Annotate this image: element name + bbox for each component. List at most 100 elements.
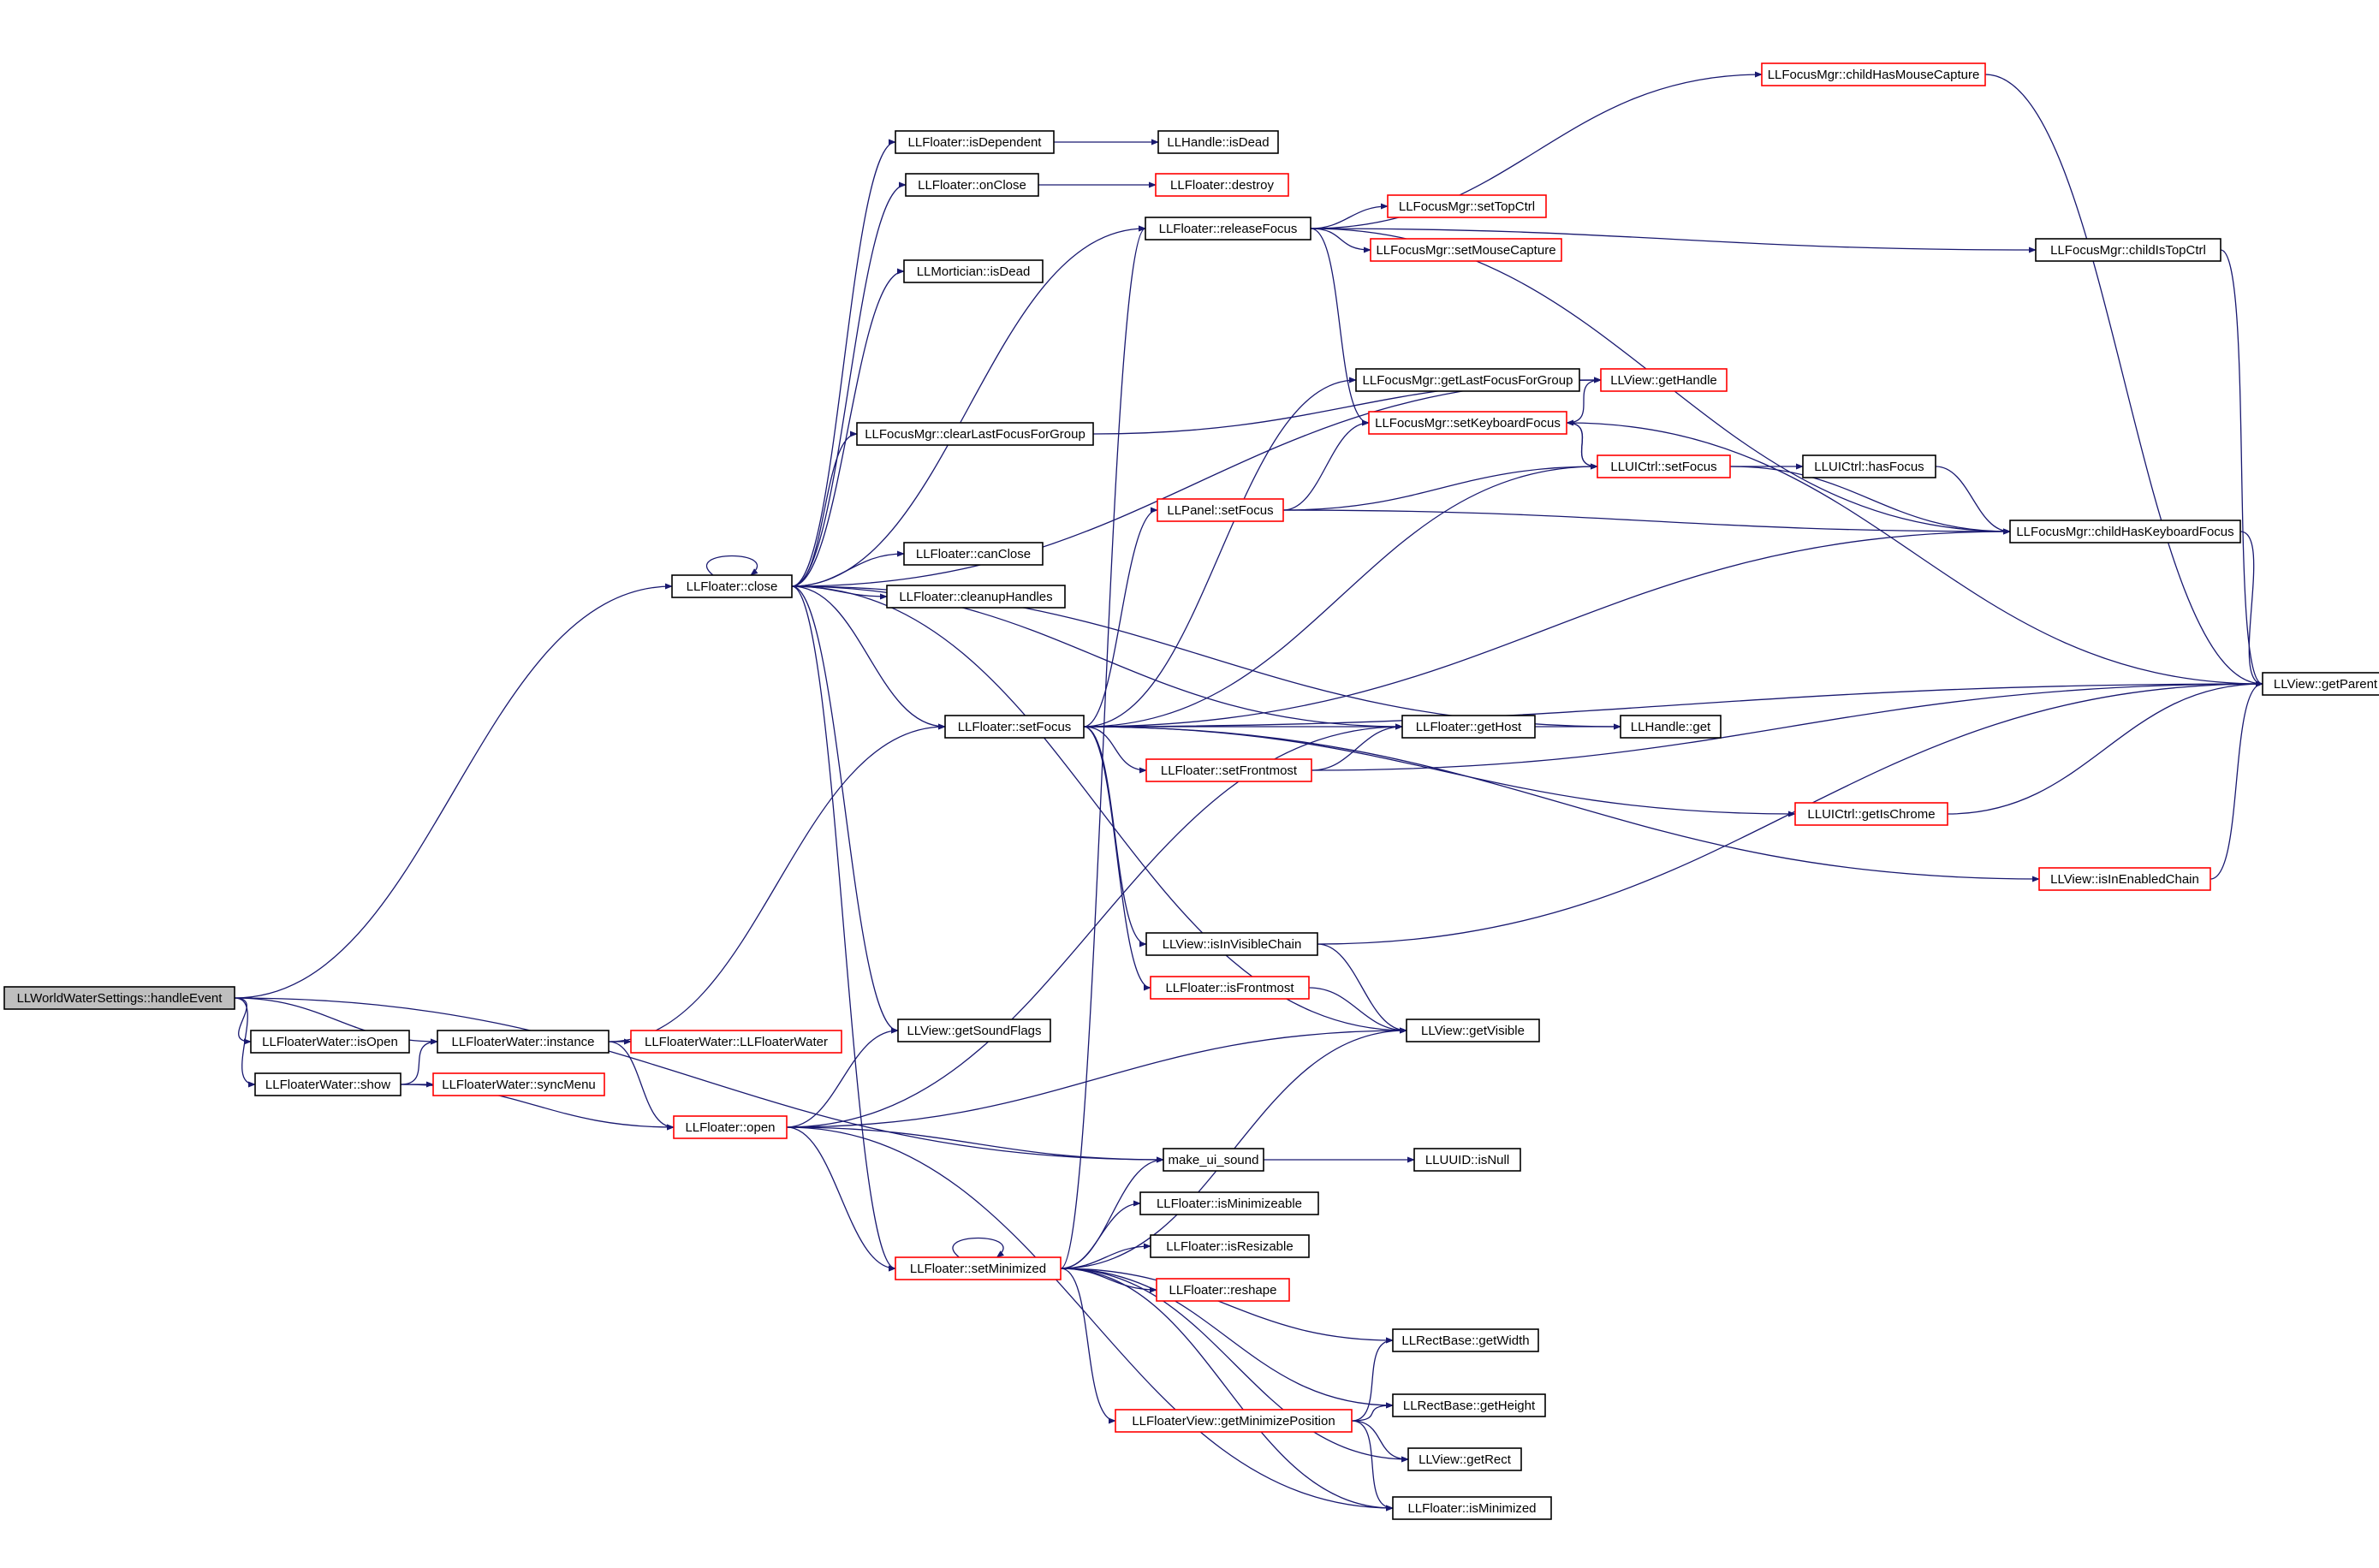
node-label: LLWorldWaterSettings::handleEvent [17,991,223,1006]
node-f-setminimized[interactable]: LLFloater::setMinimized [895,1256,1062,1280]
node-fw-ctor[interactable]: LLFloaterWater::LLFloaterWater [630,1030,842,1054]
edge-f-setfocus-to-v-getparent [1083,680,2263,728]
edge-layer [234,71,2263,1512]
node-f-isfrontmost[interactable]: LLFloater::isFrontmost [1150,976,1310,1000]
node-uic-hasfocus[interactable]: LLUICtrl::hasFocus [1802,454,1936,478]
node-f-isdependent[interactable]: LLFloater::isDependent [895,130,1055,154]
node-p-setfocus[interactable]: LLPanel::setFocus [1157,498,1284,522]
node-box [1150,976,1310,1000]
node-root[interactable]: LLWorldWaterSettings::handleEvent [3,986,235,1010]
edge-f-setminimized-to-fv-getminpos [1060,1268,1116,1424]
node-box [2009,520,2241,543]
node-f-cleanup[interactable]: LLFloater::cleanupHandles [886,585,1066,609]
edge-f-setminimized-to-v-getrect [1060,1268,1409,1463]
node-label: LLView::getSoundFlags [907,1024,1041,1038]
edge-line [1060,1268,1394,1512]
edge-f-releasefocus-to-fm-setkbfocus [1310,228,1370,426]
node-fw-instance[interactable]: LLFloaterWater::instance [437,1030,610,1054]
edge-line [234,997,1164,1163]
node-label: LLUICtrl::getIsChrome [1807,807,1935,822]
node-f-onclose[interactable]: LLFloater::onClose [905,173,1039,197]
node-fm-childistop[interactable]: LLFocusMgr::childIsTopCtrl [2035,238,2221,262]
node-f-isminimizeable[interactable]: LLFloater::isMinimizeable [1139,1191,1319,1215]
node-box [1145,758,1312,782]
node-fm-setkbfocus[interactable]: LLFocusMgr::setKeyboardFocus [1368,411,1567,435]
node-m-isdead[interactable]: LLMortician::isDead [903,259,1044,283]
node-make-ui-sound[interactable]: make_ui_sound [1163,1148,1264,1172]
edge-line [1083,507,1158,728]
node-fv-getminpos[interactable]: LLFloaterView::getMinimizePosition [1115,1409,1353,1433]
edge-line [1083,377,1357,728]
node-f-setfocus[interactable]: LLFloater::setFocus [944,715,1085,739]
node-f-setfrontmost[interactable]: LLFloater::setFrontmost [1145,758,1312,782]
node-box [1156,1278,1290,1302]
node-fm-childhaskb[interactable]: LLFocusMgr::childHasKeyboardFocus [2009,520,2241,543]
node-v-gethandle[interactable]: LLView::getHandle [1600,368,1728,392]
node-v-getparent[interactable]: LLView::getParent [2262,672,2379,696]
edge-line [791,181,907,587]
node-h-get[interactable]: LLHandle::get [1620,715,1722,739]
node-f-close[interactable]: LLFloater::close [671,574,793,598]
node-v-getvisible[interactable]: LLView::getVisible [1406,1019,1540,1042]
node-box [630,1030,842,1054]
node-box [2038,867,2211,891]
node-fm-getlast[interactable]: LLFocusMgr::getLastFocusForGroup [1355,368,1580,392]
node-label: LLView::getParent [2274,677,2378,692]
edge-f-setfocus-to-f-isfrontmost [1083,726,1151,991]
edge-f-setfocus-to-fm-getlast [1083,377,1357,728]
edge-f-close-to-v-getvisible [791,585,1407,1034]
node-label: LLFloater::isResizable [1166,1239,1293,1254]
node-fm-childhasmouse[interactable]: LLFocusMgr::childHasMouseCapture [1761,62,1986,86]
node-uic-getischrome[interactable]: LLUICtrl::getIsChrome [1794,802,1948,826]
edge-f-setminimized-to-f-releasefocus [1060,225,1146,1269]
node-h-isdead[interactable]: LLHandle::isDead [1157,130,1279,154]
node-fm-clearlast[interactable]: LLFocusMgr::clearLastFocusForGroup [856,422,1094,446]
node-label: LLFloater::close [687,579,778,594]
node-label: LLFloaterWater::show [265,1078,390,1092]
node-f-canclose[interactable]: LLFloater::canClose [903,542,1044,566]
edge-line [1083,726,2040,882]
node-v-isinvisiblechain[interactable]: LLView::isInVisibleChain [1145,932,1318,956]
node-uic-setfocus[interactable]: LLUICtrl::setFocus [1597,454,1731,478]
edge-v-isinenabledchain-to-v-getparent [2209,680,2263,880]
node-label: LLFocusMgr::clearLastFocusForGroup [865,427,1085,442]
node-rb-getwidth[interactable]: LLRectBase::getWidth [1392,1328,1539,1352]
edge-line [791,585,899,1034]
node-fw-show[interactable]: LLFloaterWater::show [254,1072,401,1096]
edge-f-open-to-f-setminimized [786,1126,896,1272]
node-box [903,259,1044,283]
node-label: LLFloater::getHost [1416,720,1522,734]
node-f-destroy[interactable]: LLFloater::destroy [1155,173,1289,197]
edge-line [1351,1337,1394,1422]
edge-f-setminimized-to-f-setminimized [952,1237,1005,1258]
node-f-open[interactable]: LLFloater::open [673,1115,788,1139]
node-box [1794,802,1948,826]
edge-line [791,139,896,587]
node-uuid-isnull[interactable]: LLUUID::isNull [1413,1148,1521,1172]
node-fm-settopctrl[interactable]: LLFocusMgr::setTopCtrl [1387,194,1547,218]
node-v-isinenabledchain[interactable]: LLView::isInEnabledChain [2038,867,2211,891]
node-f-isresizable[interactable]: LLFloater::isResizable [1150,1234,1310,1258]
node-v-getsoundflags[interactable]: LLView::getSoundFlags [897,1019,1051,1042]
node-label: LLFocusMgr::childHasMouseCapture [1768,68,1980,82]
node-rb-getheight[interactable]: LLRectBase::getHeight [1392,1393,1546,1417]
edge-f-close-to-v-getsoundflags [791,585,899,1034]
edge-line [1310,228,1370,426]
edge-f-releasefocus-to-fm-childhasmouse [1310,71,1763,229]
node-v-getrect[interactable]: LLView::getRect [1407,1447,1522,1471]
node-box [1392,1328,1539,1352]
node-fw-isopen[interactable]: LLFloaterWater::isOpen [250,1030,410,1054]
node-f-isminimized[interactable]: LLFloater::isMinimized [1392,1496,1552,1520]
node-label: LLFloater::setFrontmost [1161,763,1298,778]
node-box [437,1030,610,1054]
node-label: LLView::isInVisibleChain [1163,937,1302,952]
node-box [1370,238,1562,262]
node-f-releasefocus[interactable]: LLFloater::releaseFocus [1145,217,1311,241]
node-f-gethost[interactable]: LLFloater::getHost [1401,715,1536,739]
node-f-reshape[interactable]: LLFloater::reshape [1156,1278,1290,1302]
node-fm-setmousecap[interactable]: LLFocusMgr::setMouseCapture [1370,238,1562,262]
node-fw-syncmenu[interactable]: LLFloaterWater::syncMenu [432,1072,605,1096]
node-label: LLFocusMgr::childHasKeyboardFocus [2016,525,2233,539]
node-label: LLUICtrl::setFocus [1610,460,1716,474]
edge-f-setminimized-to-f-isminimizeable [1060,1200,1141,1269]
